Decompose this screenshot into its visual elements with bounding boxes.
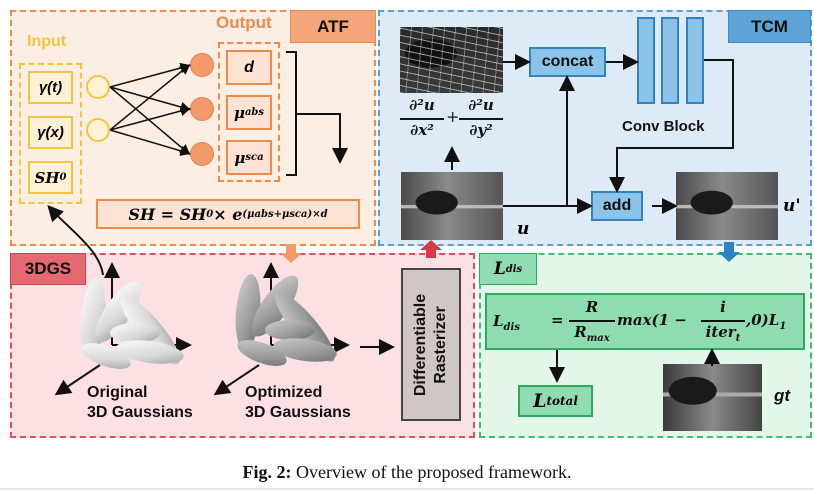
conv-layer-3 <box>686 17 704 104</box>
input-neuron-2 <box>86 118 110 142</box>
laplacian-fracline-y <box>459 118 503 120</box>
rasterizer-block: Differentiable Rasterizer <box>401 268 461 421</box>
gs3d-tag: 3DGS <box>10 253 86 285</box>
laplacian-num-x: ∂²u <box>409 96 435 114</box>
ldis-formula-lhs: Ldis <box>493 312 520 333</box>
ldis-lhs-sub: dis <box>503 322 520 333</box>
ldis-tail: ,0)L1 <box>746 311 786 332</box>
input-label: Input <box>27 33 67 50</box>
laplacian-den-x: ∂x² <box>410 121 434 139</box>
optimized-label: Optimized 3D Gaussians <box>245 383 351 423</box>
rasterizer-label-line1: Differentiable <box>412 293 429 396</box>
output-label: Output <box>216 13 272 32</box>
input-sh0-text: SH <box>34 168 60 187</box>
output-neuron-d <box>190 53 214 77</box>
ldis-tag-text: L <box>493 259 506 279</box>
output-mu-sca-sub: sca <box>245 152 264 163</box>
ldis-frac2-line <box>701 320 745 322</box>
output-mu-abs-text: μ <box>233 103 245 122</box>
u-label: u <box>517 219 530 239</box>
laplacian-num-y: ∂²u <box>468 96 494 114</box>
input-neuron-1 <box>86 75 110 99</box>
atf-tag: ATF <box>290 10 376 43</box>
figure-caption: Fig. 2: Overview of the proposed framewo… <box>0 462 814 483</box>
conv-layer-2 <box>661 17 679 104</box>
ldis-frac2-den-sub: t <box>735 333 741 344</box>
tcm-tag: TCM <box>728 10 811 43</box>
ldis-frac1-den-sub: max <box>586 333 610 344</box>
ldis-frac2-den-text: iter <box>705 323 736 341</box>
optimized-label-line2: 3D Gaussians <box>245 404 351 421</box>
caption-label: Fig. 2: <box>242 462 292 482</box>
original-label-line1: Original <box>87 384 148 401</box>
add-label: add <box>602 197 632 214</box>
sh-formula-exp: (μabs+μsca)×d <box>242 208 328 220</box>
u-prime-image <box>676 172 778 240</box>
output-mu-abs-sub: abs <box>244 107 265 118</box>
concat-label: concat <box>541 53 594 70</box>
rasterizer-label-line2: Rasterizer <box>432 305 449 384</box>
conv-layer-1 <box>637 17 655 104</box>
rasterizer-label: Differentiable Rasterizer <box>411 293 451 395</box>
optimized-label-line1: Optimized <box>245 384 323 401</box>
laplacian-formula: ∂²u ∂x² + ∂²u ∂y² <box>398 96 506 146</box>
ltotal-sub: total <box>546 394 578 408</box>
sh-formula-lhs-sub: 0 <box>206 208 214 220</box>
input-gamma-x: γ(x) <box>28 116 73 149</box>
input-gamma-t: γ(t) <box>28 71 73 104</box>
laplacian-den-y: ∂y² <box>469 121 493 139</box>
input-sh0-sub: 0 <box>59 172 67 183</box>
ldis-frac1-num: R <box>585 298 599 316</box>
add-block: add <box>591 191 643 221</box>
u-image <box>401 172 503 240</box>
bottom-divider <box>0 488 814 490</box>
ldis-frac1-den-text: R <box>574 323 587 341</box>
ldis-max: max(1 − <box>617 311 687 329</box>
gt-label: gt <box>774 386 791 405</box>
ldis-frac2-num: i <box>720 298 726 316</box>
input-gamma-x-text: γ(x) <box>37 124 64 141</box>
gt-image <box>663 364 762 431</box>
sh-formula-times: × e <box>213 204 243 224</box>
output-group <box>218 42 280 182</box>
original-label-line2: 3D Gaussians <box>87 404 193 421</box>
conv-block-label: Conv Block <box>622 118 705 135</box>
ldis-tail-sub: 1 <box>779 321 787 332</box>
ldis-frac1-den: Rmax <box>569 323 615 344</box>
u-prime-label: u' <box>783 196 801 216</box>
output-d: d <box>226 50 272 85</box>
input-gamma-t-text: γ(t) <box>38 79 63 96</box>
output-neuron-sca <box>190 142 214 166</box>
ldis-equals: = <box>551 311 564 329</box>
concat-block: concat <box>529 47 606 77</box>
input-group <box>19 63 82 204</box>
sh-formula-lhs: SH = SH <box>128 204 207 224</box>
ldis-frac1-line <box>569 320 615 322</box>
ldis-tail-text: ,0)L <box>746 311 780 329</box>
laplacian-plus: + <box>446 107 460 126</box>
ldis-frac2-den: itert <box>701 323 745 344</box>
output-d-text: d <box>244 58 254 76</box>
output-neuron-abs <box>190 97 214 121</box>
laplacian-fracline-x <box>400 118 444 120</box>
original-label: Original 3D Gaussians <box>87 383 193 423</box>
ltotal-text: L <box>533 390 547 412</box>
ldis-formula: Ldis = R Rmax max(1 − i itert ,0)L1 <box>485 293 805 350</box>
caption-text: Overview of the proposed framework. <box>291 462 572 482</box>
ldis-lhs-text: L <box>493 312 504 330</box>
output-mu-sca-text: μ <box>234 148 246 167</box>
ldis-tag-sub: dis <box>505 263 523 275</box>
laplacian-image <box>400 27 503 93</box>
